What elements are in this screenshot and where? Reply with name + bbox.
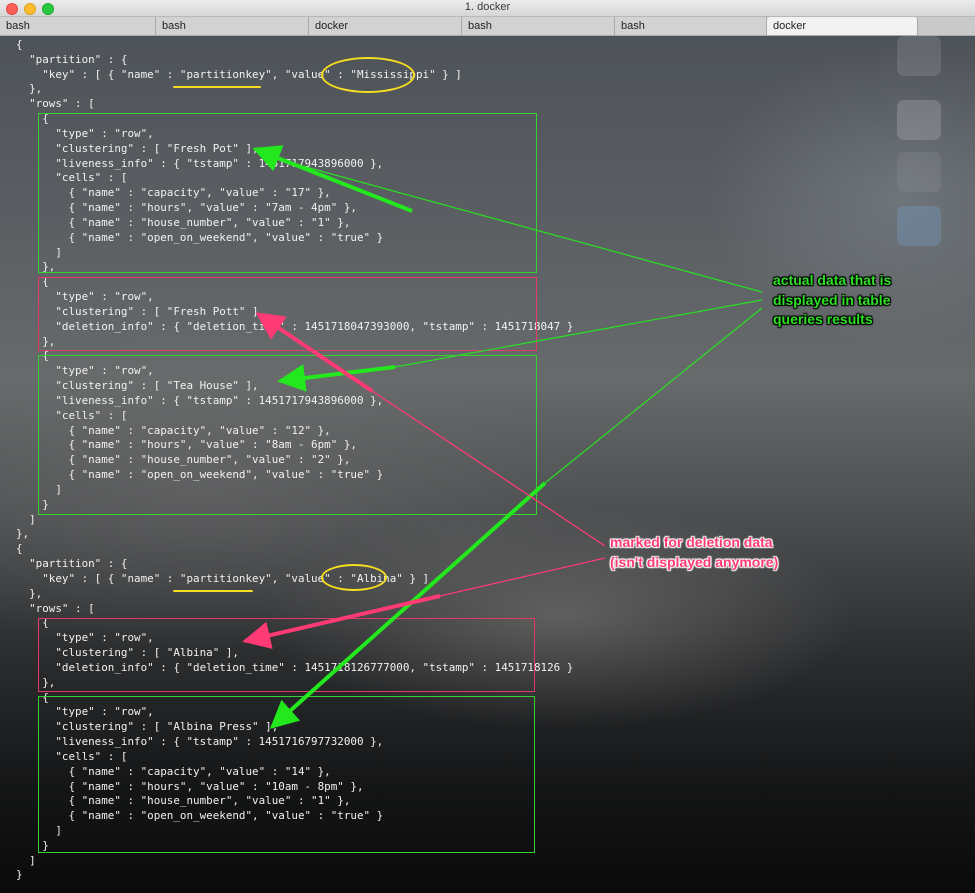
terminal-line: "clustering" : [ "Albina Press" ], — [16, 720, 279, 734]
tab-bar: bash bash docker bash bash docker — [0, 17, 975, 36]
tab-bash-2[interactable]: bash — [156, 17, 309, 35]
terminal-line: ] — [16, 823, 62, 837]
terminal-line: { "name" : "house_number", "value" : "2"… — [16, 453, 351, 467]
terminal-line: "partition" : { — [16, 557, 128, 571]
terminal-line: ] — [16, 482, 62, 496]
deleted-data-annotation: marked for deletion data (isn't displaye… — [610, 534, 779, 570]
terminal-line: { — [16, 112, 49, 126]
terminal-line: ] — [16, 853, 36, 867]
tab-bash-3[interactable]: bash — [462, 17, 615, 35]
terminal-line: "partition" : { — [16, 52, 128, 66]
title-bar: 1. docker — [0, 0, 975, 17]
terminal-line: "deletion_info" : { "deletion_time" : 14… — [16, 319, 574, 333]
terminal-line: }, — [16, 527, 30, 541]
terminal-line: }, — [16, 586, 43, 600]
red-thin-line — [439, 557, 606, 597]
terminal-line: }, — [16, 334, 56, 348]
red-thin-line — [371, 390, 606, 547]
desktop-icon — [897, 36, 941, 76]
close-window-button[interactable] — [6, 3, 18, 15]
desktop-icon — [897, 152, 941, 192]
terminal-line: "cells" : [ — [16, 408, 128, 422]
terminal-line: { "name" : "capacity", "value" : "14" }, — [16, 764, 331, 778]
minimize-window-button[interactable] — [24, 3, 36, 15]
terminal-line: "cells" : [ — [16, 749, 128, 763]
terminal-line: "deletion_info" : { "deletion_time" : 14… — [16, 660, 574, 674]
tab-bash-1[interactable]: bash — [0, 17, 156, 35]
live-row-box-tea-house — [38, 355, 537, 515]
red-arrow-albina — [242, 594, 441, 649]
terminal-line: } — [16, 868, 23, 882]
terminal-line: { "name" : "capacity", "value" : "12" }, — [16, 423, 331, 437]
terminal-line: }, — [16, 260, 56, 274]
live-data-annotation: actual data that is displayed in table q… — [773, 272, 892, 327]
green-thin-line — [544, 307, 763, 484]
terminal-line: "cells" : [ — [16, 171, 128, 185]
live-row-box-albina-press — [38, 696, 535, 853]
deleted-row-box-fresh-pott — [38, 277, 537, 351]
terminal-line: "rows" : [ — [16, 97, 95, 111]
live-row-box-fresh-pot — [38, 113, 537, 273]
terminal-line: "clustering" : [ "Fresh Pot" ], — [16, 141, 259, 155]
terminal-line: "type" : "row", — [16, 126, 154, 140]
terminal-output: { "partition" : { "key" : [ { "name" : "… — [0, 36, 975, 893]
terminal-line: { "name" : "open_on_weekend", "value" : … — [16, 230, 384, 244]
terminal-line: { — [16, 275, 49, 289]
terminal-line: { "name" : "open_on_weekend", "value" : … — [16, 468, 384, 482]
terminal-line: { — [16, 690, 49, 704]
partition-value-circle-albina — [321, 564, 387, 591]
window-title: 1. docker — [464, 1, 511, 13]
deleted-row-box-albina — [38, 618, 535, 692]
terminal-line: "type" : "row", — [16, 705, 154, 719]
terminal-line: ] — [16, 245, 62, 259]
desktop-icon — [897, 100, 941, 140]
terminal-line: "clustering" : [ "Tea House" ], — [16, 379, 259, 393]
terminal-line: { — [16, 38, 23, 51]
desktop-icon — [897, 206, 941, 246]
terminal-line: "type" : "row", — [16, 290, 154, 304]
tab-docker-1[interactable]: docker — [309, 17, 462, 35]
terminal-line: }, — [16, 675, 56, 689]
terminal-line: { "name" : "house_number", "value" : "1"… — [16, 215, 351, 229]
green-arrow-tea-house — [277, 364, 396, 392]
terminal-line: "clustering" : [ "Fresh Pott" ], — [16, 304, 266, 318]
green-thin-line — [394, 299, 763, 368]
tab-bash-4[interactable]: bash — [615, 17, 767, 35]
terminal-line: "type" : "row", — [16, 364, 154, 378]
partition-value-circle-mississippi — [321, 57, 415, 93]
terminal-line: "rows" : [ — [16, 601, 95, 615]
terminal-line: } — [16, 497, 49, 511]
annotation-arrows — [242, 145, 763, 729]
partitionkey-underline — [173, 590, 253, 592]
terminal-line: "liveness_info" : { "tstamp" : 145171794… — [16, 393, 384, 407]
terminal-line: ] — [16, 512, 36, 526]
terminal-line: }, — [16, 82, 43, 96]
terminal-line: { "name" : "hours", "value" : "8am - 6pm… — [16, 438, 357, 452]
terminal-pane[interactable]: { "partition" : { "key" : [ { "name" : "… — [0, 36, 975, 893]
terminal-line: "clustering" : [ "Albina" ], — [16, 646, 239, 660]
terminal-line: { "name" : "hours", "value" : "7am - 4pm… — [16, 201, 357, 215]
terminal-line: { — [16, 616, 49, 630]
terminal-line: { "name" : "capacity", "value" : "17" }, — [16, 186, 331, 200]
partitionkey-underline — [173, 86, 261, 88]
terminal-line: } — [16, 838, 49, 852]
terminal-line: "type" : "row", — [16, 631, 154, 645]
terminal-line: { — [16, 542, 23, 556]
zoom-window-button[interactable] — [42, 3, 54, 15]
terminal-line: { "name" : "house_number", "value" : "1"… — [16, 794, 351, 808]
tab-docker-active[interactable]: docker — [767, 17, 918, 35]
terminal-line: "liveness_info" : { "tstamp" : 145171679… — [16, 735, 384, 748]
red-arrow-fresh-pott — [255, 312, 374, 393]
terminal-line: { "name" : "open_on_weekend", "value" : … — [16, 809, 384, 823]
terminal-line: { "name" : "hours", "value" : "10am - 8p… — [16, 779, 364, 793]
green-thin-line — [294, 163, 763, 293]
green-arrow-fresh-pot — [252, 145, 413, 213]
